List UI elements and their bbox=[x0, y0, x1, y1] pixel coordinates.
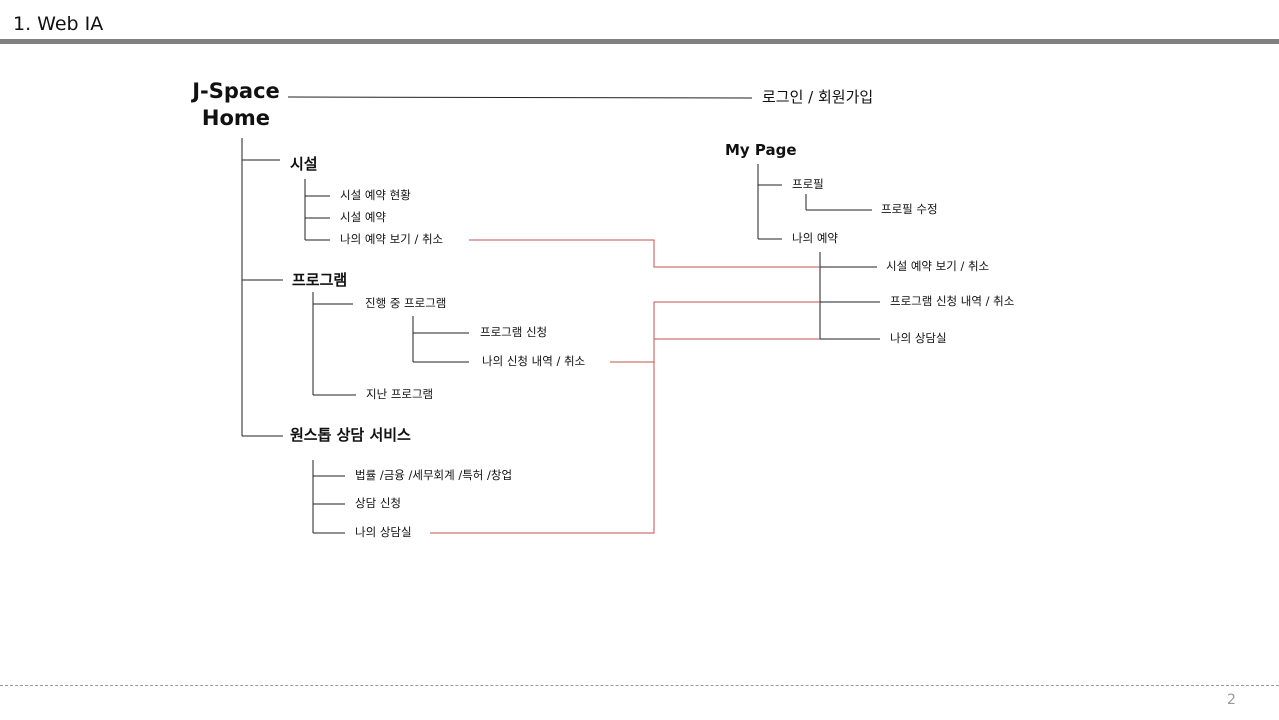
program-apply-node: 프로그램 신청 bbox=[480, 325, 548, 339]
cross-links bbox=[430, 239, 820, 534]
mypage-program-history-node: 프로그램 신청 내역 / 취소 bbox=[890, 294, 1015, 308]
ongoing-program-node: 진행 중 프로그램 bbox=[365, 296, 447, 310]
root-title-line2: Home bbox=[201, 106, 271, 130]
facility-status-node: 시설 예약 현황 bbox=[340, 188, 411, 202]
mypage-facility-view-node: 시설 예약 보기 / 취소 bbox=[886, 259, 990, 273]
slide-title: 1. Web IA bbox=[13, 13, 104, 35]
my-reservation-node: 나의 예약 보기 / 취소 bbox=[340, 232, 444, 246]
program-node: 프로그램 bbox=[292, 271, 348, 289]
consult-fields-node: 법률 /금융 /세무회계 /특허 /창업 bbox=[355, 468, 513, 482]
mypage-reservation-node: 나의 예약 bbox=[792, 231, 838, 245]
my-consult-room-node: 나의 상담실 bbox=[355, 525, 412, 539]
past-program-node: 지난 프로그램 bbox=[366, 387, 434, 401]
page-number: 2 bbox=[1227, 692, 1236, 708]
login-signup-node: 로그인 / 회원가입 bbox=[762, 88, 874, 106]
consult-apply-node: 상담 신청 bbox=[355, 496, 401, 510]
consult-node: 원스톱 상담 서비스 bbox=[290, 426, 411, 444]
facility-node: 시설 bbox=[290, 155, 318, 173]
link-facility-reservation bbox=[469, 239, 820, 268]
footer-divider bbox=[0, 685, 1279, 686]
link-program-history bbox=[610, 301, 820, 363]
mypage-node: My Page bbox=[725, 141, 797, 159]
title-bar bbox=[0, 39, 1279, 44]
root-title-line1: J-Space bbox=[192, 79, 280, 103]
facility-reserve-node: 시설 예약 bbox=[340, 210, 386, 224]
link-consult-room bbox=[430, 338, 820, 534]
root-login-line bbox=[287, 96, 753, 99]
profile-edit-node: 프로필 수정 bbox=[881, 202, 938, 216]
tree-lines bbox=[241, 96, 880, 534]
root-node: J-Space Home bbox=[189, 78, 283, 132]
my-application-node: 나의 신청 내역 / 취소 bbox=[482, 354, 586, 368]
mypage-consult-room-node: 나의 상담실 bbox=[890, 331, 947, 345]
profile-node: 프로필 bbox=[792, 177, 824, 191]
